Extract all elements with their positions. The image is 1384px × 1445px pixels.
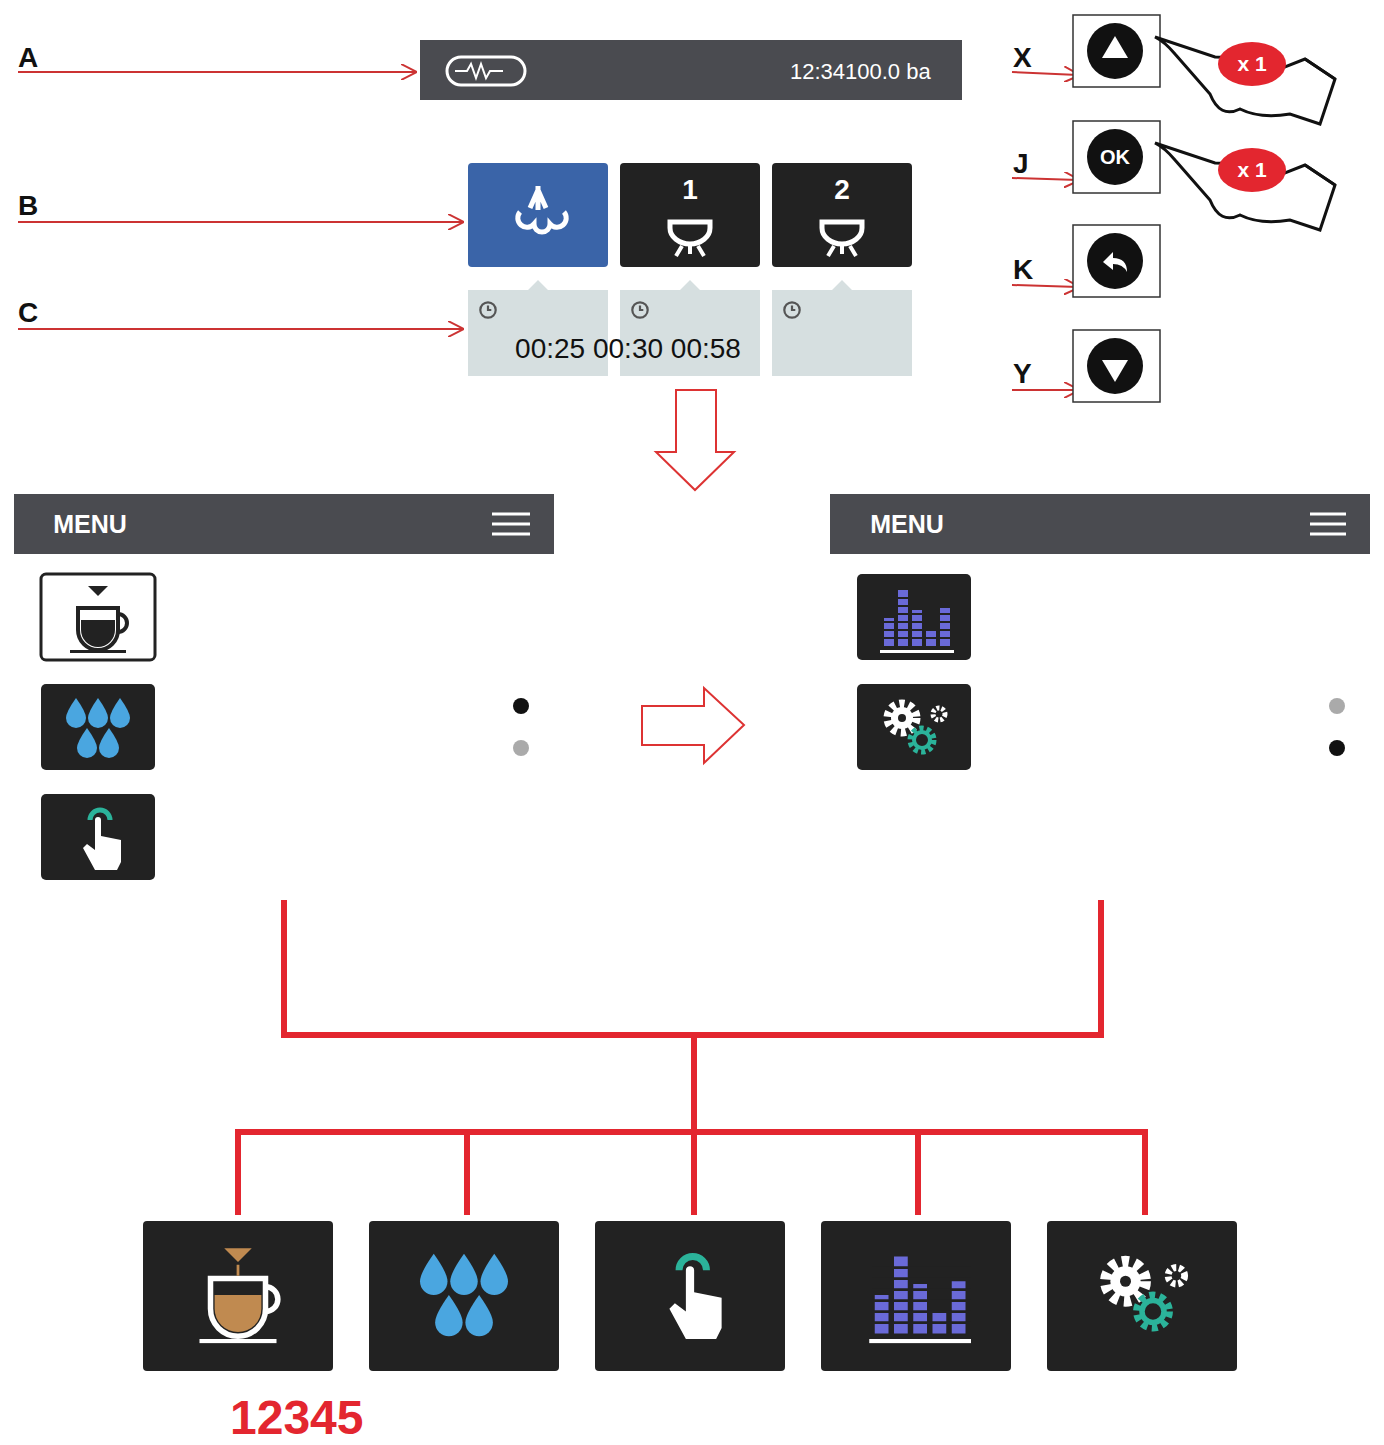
display-node: MENU bbox=[40, 506, 140, 542]
display-node: x 1 bbox=[1230, 156, 1274, 184]
callout-letter: A bbox=[18, 42, 38, 74]
node-text: 1 bbox=[682, 174, 698, 206]
node-text: MENU bbox=[53, 510, 127, 539]
node-text: 12:34100.0 ba bbox=[790, 59, 931, 85]
node-text: x 1 bbox=[1237, 52, 1266, 76]
node-text: MENU bbox=[870, 510, 944, 539]
callout-letter: C bbox=[18, 297, 38, 329]
display-node: x 1 bbox=[1230, 50, 1274, 78]
callout-letter: Y bbox=[1013, 358, 1032, 390]
display-node: MENU bbox=[857, 506, 957, 542]
node-text: 2 bbox=[834, 174, 850, 206]
callout-letter: X bbox=[1013, 42, 1032, 74]
display-node: 1 bbox=[670, 172, 710, 208]
display-node: OK bbox=[1093, 141, 1137, 173]
node-text: OK bbox=[1100, 146, 1130, 169]
display-node: 00:25 00:30 00:58 bbox=[495, 328, 761, 370]
node-text: 00:25 00:30 00:58 bbox=[515, 333, 741, 365]
callout-letter: B bbox=[18, 190, 38, 222]
code-number: 12345 bbox=[230, 1390, 363, 1445]
display-node: 2 bbox=[822, 172, 862, 208]
node-text: x 1 bbox=[1237, 158, 1266, 182]
callout-letter: J bbox=[1013, 148, 1029, 180]
display-node: 12:34100.0 ba bbox=[790, 56, 937, 88]
callout-letter: K bbox=[1013, 254, 1033, 286]
